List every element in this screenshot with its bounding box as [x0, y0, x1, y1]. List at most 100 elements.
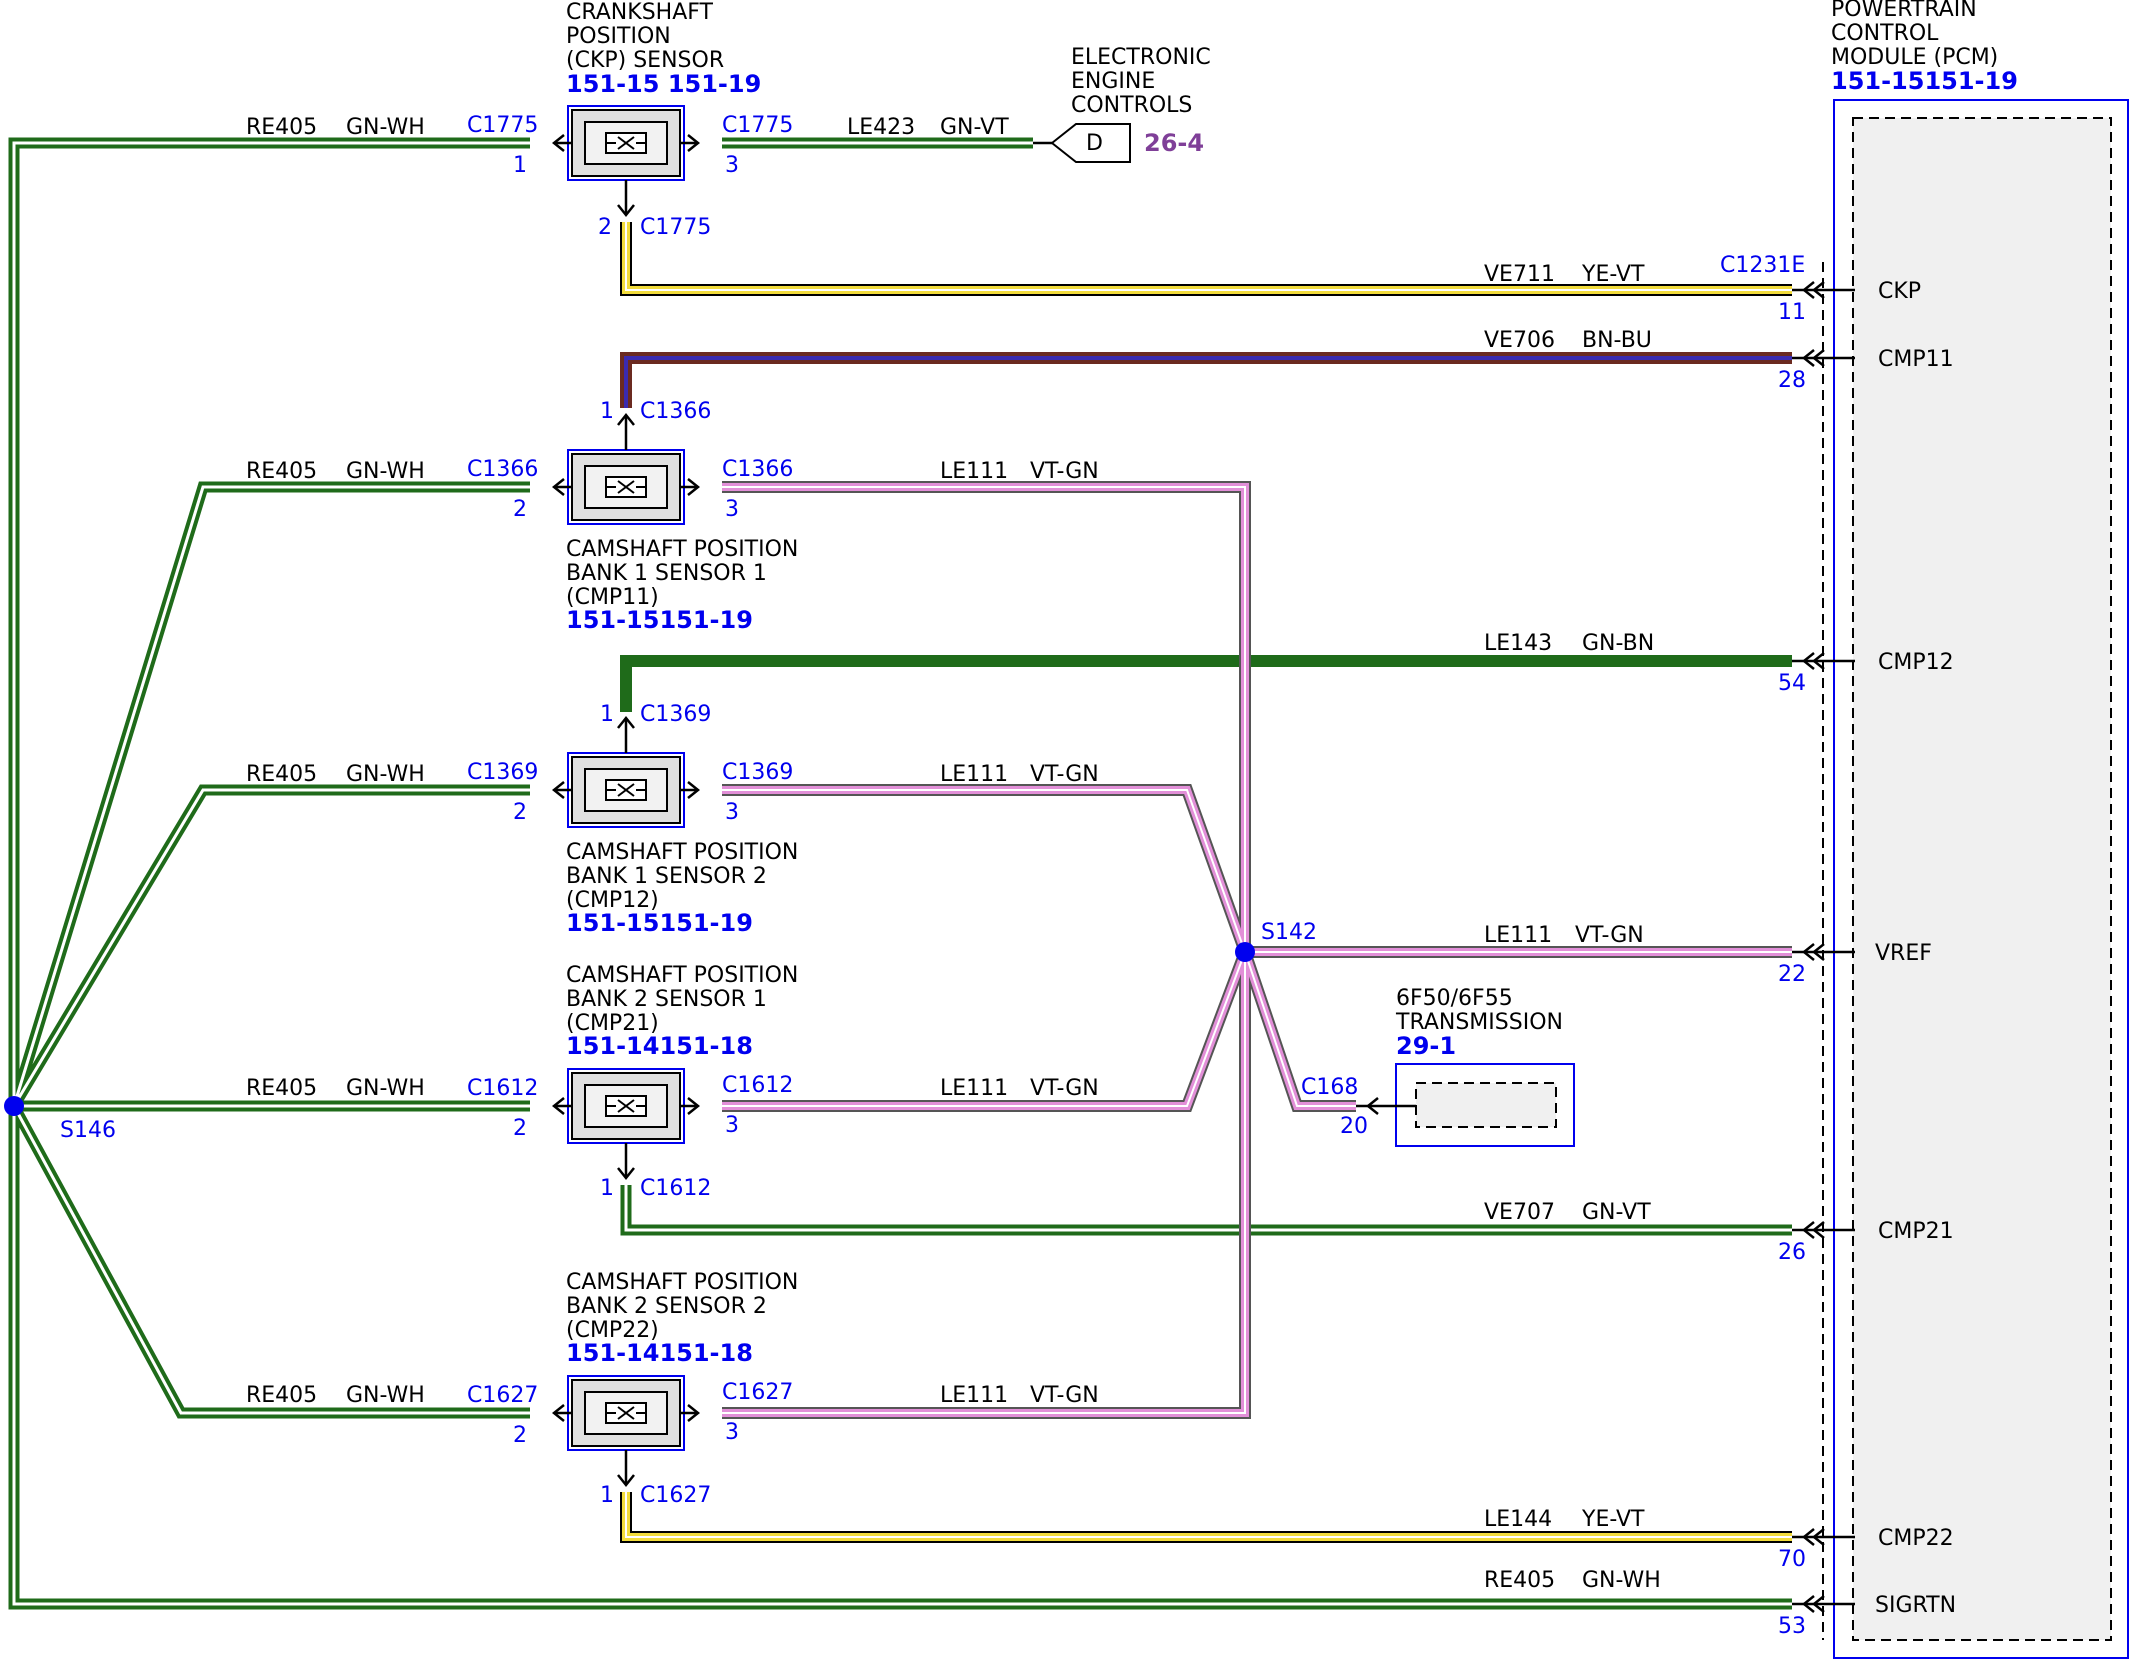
trans-ref[interactable]: 29-1	[1396, 1032, 1456, 1060]
cmp11-pin-right: 3	[725, 497, 739, 522]
pcm-pin-vref[interactable]: 22 VREF	[1778, 941, 1932, 987]
wire-label-circuit: LE111	[940, 762, 1008, 787]
eec-name-line2: ENGINE	[1071, 69, 1155, 94]
eec-reference[interactable]: D 26-4 ELECTRONIC ENGINE CONTROLS	[1033, 45, 1211, 163]
wire-label-color: VT-GN	[1030, 459, 1099, 484]
ckp-ref[interactable]: 151-15 151-19	[566, 70, 761, 98]
cmp22-conn-right: C1627	[722, 1380, 793, 1405]
wire-ve707	[620, 1185, 1792, 1236]
cmp22-pin-bottom: 1	[600, 1483, 614, 1508]
eec-letter: D	[1086, 131, 1103, 156]
cmp22-ref[interactable]: 151-14151-18	[566, 1339, 753, 1367]
wire-label-color: GN-WH	[346, 1076, 425, 1101]
pcm-pin-sigrtn[interactable]: 53 SIGRTN	[1778, 1593, 1956, 1639]
eec-ref[interactable]: 26-4	[1144, 129, 1204, 157]
wire-label-color: BN-BU	[1582, 328, 1652, 353]
cmp12-conn-right: C1369	[722, 760, 793, 785]
cmp21-name-line3: (CMP21)	[566, 1011, 659, 1036]
pcm-pin-signal: CMP22	[1878, 1526, 1954, 1551]
transmission-component[interactable]: 6F50/6F55 TRANSMISSION 29-1 C168 20	[1301, 986, 1575, 1147]
cmp11-sensor[interactable]: 1 C1366 C1366 2 C1366 3 CAMSHAFT POSITIO…	[467, 399, 798, 634]
splice-s142[interactable]: S142	[1235, 920, 1317, 962]
cmp21-name-line2: BANK 2 SENSOR 1	[566, 987, 767, 1012]
cmp22-conn-bottom: C1627	[640, 1483, 711, 1508]
wire-label-circuit: LE111	[940, 1076, 1008, 1101]
pcm-module: POWERTRAIN CONTROL MODULE (PCM) 151-1515…	[1720, 0, 2129, 1659]
pcm-pin-number: 70	[1778, 1547, 1806, 1572]
wire-le144	[620, 1492, 1792, 1543]
pcm-name-line1: POWERTRAIN	[1831, 0, 1977, 22]
ckp-name-line3: (CKP) SENSOR	[566, 48, 724, 73]
wire-le111-network	[722, 481, 1792, 1419]
cmp11-ref[interactable]: 151-15151-19	[566, 606, 753, 634]
cmp11-conn-left: C1366	[467, 457, 538, 482]
cmp21-sensor[interactable]: CAMSHAFT POSITION BANK 2 SENSOR 1 (CMP21…	[467, 963, 798, 1201]
wire-le143	[620, 655, 1792, 712]
wire-label-color: YE-VT	[1581, 1507, 1645, 1532]
cmp22-name-line3: (CMP22)	[566, 1318, 659, 1343]
pcm-pin-cmp11[interactable]: 28 CMP11	[1778, 347, 1954, 393]
cmp12-name-line1: CAMSHAFT POSITION	[566, 840, 798, 865]
pcm-pin-cmp21[interactable]: 26 CMP21	[1778, 1219, 1954, 1265]
cmp11-conn-right: C1366	[722, 457, 793, 482]
cmp11-name-line3: (CMP11)	[566, 585, 659, 610]
pcm-pin-signal: CKP	[1878, 279, 1921, 304]
wire-label-circuit: RE405	[1484, 1568, 1555, 1593]
pcm-pin-number: 53	[1778, 1614, 1806, 1639]
pcm-pin-ckp[interactable]: 11 CKP	[1778, 279, 1921, 325]
cmp11-name-line1: CAMSHAFT POSITION	[566, 537, 798, 562]
ckp-pin-right: 3	[725, 153, 739, 178]
ckp-conn-bottom: C1775	[640, 215, 711, 240]
pcm-pin-cmp12[interactable]: 54 CMP12	[1778, 650, 1954, 696]
cmp12-pin-right: 3	[725, 800, 739, 825]
eec-name-line3: CONTROLS	[1071, 93, 1192, 118]
pcm-pin-signal: CMP12	[1878, 650, 1954, 675]
cmp12-sensor[interactable]: 1 C1369 C1369 2 C1369 3 CAMSHAFT POSITIO…	[467, 702, 798, 937]
wire-label-circuit: RE405	[246, 762, 317, 787]
cmp21-pin-right: 3	[725, 1113, 739, 1138]
cmp21-ref[interactable]: 151-14151-18	[566, 1032, 753, 1060]
pcm-pin-signal: VREF	[1875, 941, 1932, 966]
pcm-pin-number: 26	[1778, 1240, 1806, 1265]
ckp-pin-left: 1	[513, 153, 527, 178]
cmp11-conn-top: C1366	[640, 399, 711, 424]
trans-name-line1: 6F50/6F55	[1396, 986, 1513, 1011]
cmp21-name-line1: CAMSHAFT POSITION	[566, 963, 798, 988]
pcm-pin-cmp22[interactable]: 70 CMP22	[1778, 1526, 1954, 1572]
cmp21-pin-bottom: 1	[600, 1176, 614, 1201]
pcm-pin-number: 22	[1778, 962, 1806, 987]
pcm-ref[interactable]: 151-15151-19	[1831, 67, 2018, 95]
cmp21-conn-left: C1612	[467, 1076, 538, 1101]
wire-label-color: GN-WH	[1582, 1568, 1661, 1593]
cmp21-conn-right: C1612	[722, 1073, 793, 1098]
ckp-conn-left: C1775	[467, 113, 538, 138]
pcm-pin-number: 28	[1778, 368, 1806, 393]
cmp22-sensor[interactable]: CAMSHAFT POSITION BANK 2 SENSOR 2 (CMP22…	[467, 1270, 798, 1508]
ckp-sensor[interactable]: CRANKSHAFT POSITION (CKP) SENSOR 151-15 …	[467, 0, 793, 240]
wire-label-circuit: LE111	[940, 1383, 1008, 1408]
eec-name-line1: ELECTRONIC	[1071, 45, 1211, 70]
cmp12-ref[interactable]: 151-15151-19	[566, 909, 753, 937]
wire-label-color: GN-VT	[940, 115, 1009, 140]
wire-label-circuit: VE706	[1484, 328, 1555, 353]
splice-s146-label: S146	[60, 1118, 116, 1143]
splice-s146[interactable]: S146	[4, 1096, 116, 1143]
ckp-pin-bottom: 2	[598, 215, 612, 240]
wire-re405-bus	[8, 137, 1792, 1610]
cmp12-name-line2: BANK 1 SENSOR 2	[566, 864, 767, 889]
pcm-pin-number: 54	[1778, 671, 1806, 696]
wire-label-circuit: LE111	[1484, 923, 1552, 948]
pcm-pin-signal: CMP11	[1878, 347, 1954, 372]
cmp22-name-line2: BANK 2 SENSOR 2	[566, 1294, 767, 1319]
wire-ve706	[620, 352, 1792, 408]
ckp-name-line1: CRANKSHAFT	[566, 0, 714, 25]
cmp21-conn-bottom: C1612	[640, 1176, 711, 1201]
wire-label-circuit: LE423	[847, 115, 915, 140]
wire-label-color: VT-GN	[1575, 923, 1644, 948]
cmp21-pin-left: 2	[513, 1116, 527, 1141]
cmp12-conn-left: C1369	[467, 760, 538, 785]
wire-labels: RE405 GN-WH LE423 GN-VT VE711 YE-VT VE70…	[246, 115, 1661, 1593]
wire-label-circuit: RE405	[246, 1076, 317, 1101]
cmp12-pin-left: 2	[513, 800, 527, 825]
